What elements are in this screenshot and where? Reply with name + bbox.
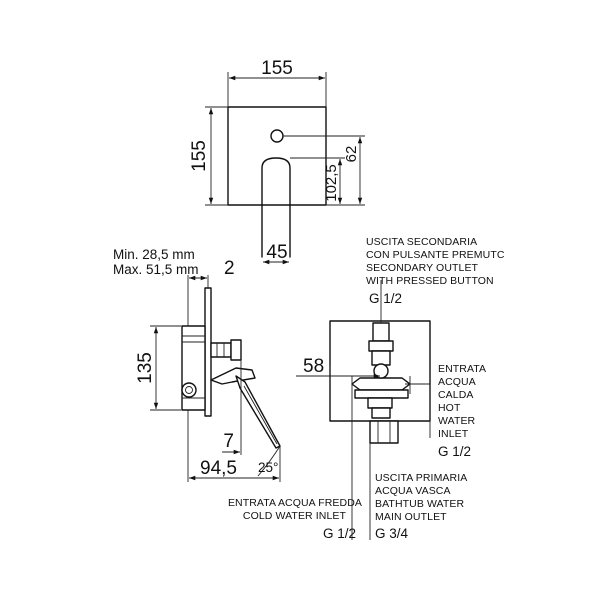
top-view: 155 155 62 102,5 45 [189,58,365,265]
svg-text:BATHTUB WATER: BATHTUB WATER [375,498,465,510]
cold-inlet-port [181,382,197,398]
angle-text: 25° [258,460,278,475]
dim-7-text: 7 [223,431,234,452]
svg-text:ENTRATA: ENTRATA [438,363,486,375]
dim-94-text: 94,5 [200,458,237,479]
svg-text:ACQUA VASCA: ACQUA VASCA [375,485,451,497]
dim-2-text: 2 [224,258,235,279]
main-outlet-label: USCITA PRIMARIA ACQUA VASCA BATHTUB WATE… [375,472,467,541]
main-outlet-box [369,420,399,444]
svg-text:ACQUA: ACQUA [438,376,476,388]
svg-text:WITH PRESSED BUTTON: WITH PRESSED BUTTON [366,275,494,287]
svg-text:CON PULSANTE PREMUTC: CON PULSANTE PREMUTC [366,249,505,261]
hot-inlet-label: ENTRATA ACQUA CALDA HOT WATER INLET G 1/… [438,363,486,459]
secondary-thread: G 1/2 [369,291,402,306]
svg-text:CALDA: CALDA [438,389,474,401]
lever-side [210,367,256,385]
svg-text:WATER: WATER [438,415,476,427]
valve-body [181,325,206,411]
main-thread: G 3/4 [375,526,409,541]
dim-155-height-text: 155 [189,140,210,172]
svg-text:MAIN OUTLET: MAIN OUTLET [375,511,447,523]
secondary-outlet-label: USCITA SECONDARIA CON PULSANTE PREMUTC S… [366,236,505,306]
dim-102-text: 102,5 [323,164,340,202]
svg-text:COLD WATER INLET: COLD WATER INLET [243,510,347,522]
secondary-stub [210,342,232,358]
min-label: Min. 28,5 mm [113,247,195,262]
cold-inlet-label: ENTRATA ACQUA FREDDA COLD WATER INLET G … [228,497,362,541]
front-view: 58 [296,280,431,540]
lever-handle [261,157,291,258]
dim-62-text: 62 [343,146,360,163]
svg-text:HOT: HOT [438,402,461,414]
dim-58-text: 58 [303,356,324,377]
svg-text:INLET: INLET [438,428,469,440]
max-label: Max. 51,5 mm [113,262,199,277]
side-view: Min. 28,5 mm Max. 51,5 mm 2 135 7 94,5 2… [113,247,281,482]
svg-text:USCITA PRIMARIA: USCITA PRIMARIA [375,472,467,484]
dim-45-text: 45 [266,242,287,263]
dim-155-width-text: 155 [261,58,293,79]
svg-text:ENTRATA ACQUA FREDDA: ENTRATA ACQUA FREDDA [228,497,362,509]
wall-plate [204,287,212,417]
diverter-button [270,129,284,143]
cover-plate [227,106,327,206]
dim-135-text: 135 [135,352,156,384]
cold-thread: G 1/2 [323,526,356,541]
angle-arc [257,445,281,477]
valve-core [351,377,411,391]
hot-thread: G 1/2 [438,444,471,459]
svg-text:USCITA SECONDARIA: USCITA SECONDARIA [366,236,477,248]
svg-text:SECONDARY OUTLET: SECONDARY OUTLET [366,262,479,274]
